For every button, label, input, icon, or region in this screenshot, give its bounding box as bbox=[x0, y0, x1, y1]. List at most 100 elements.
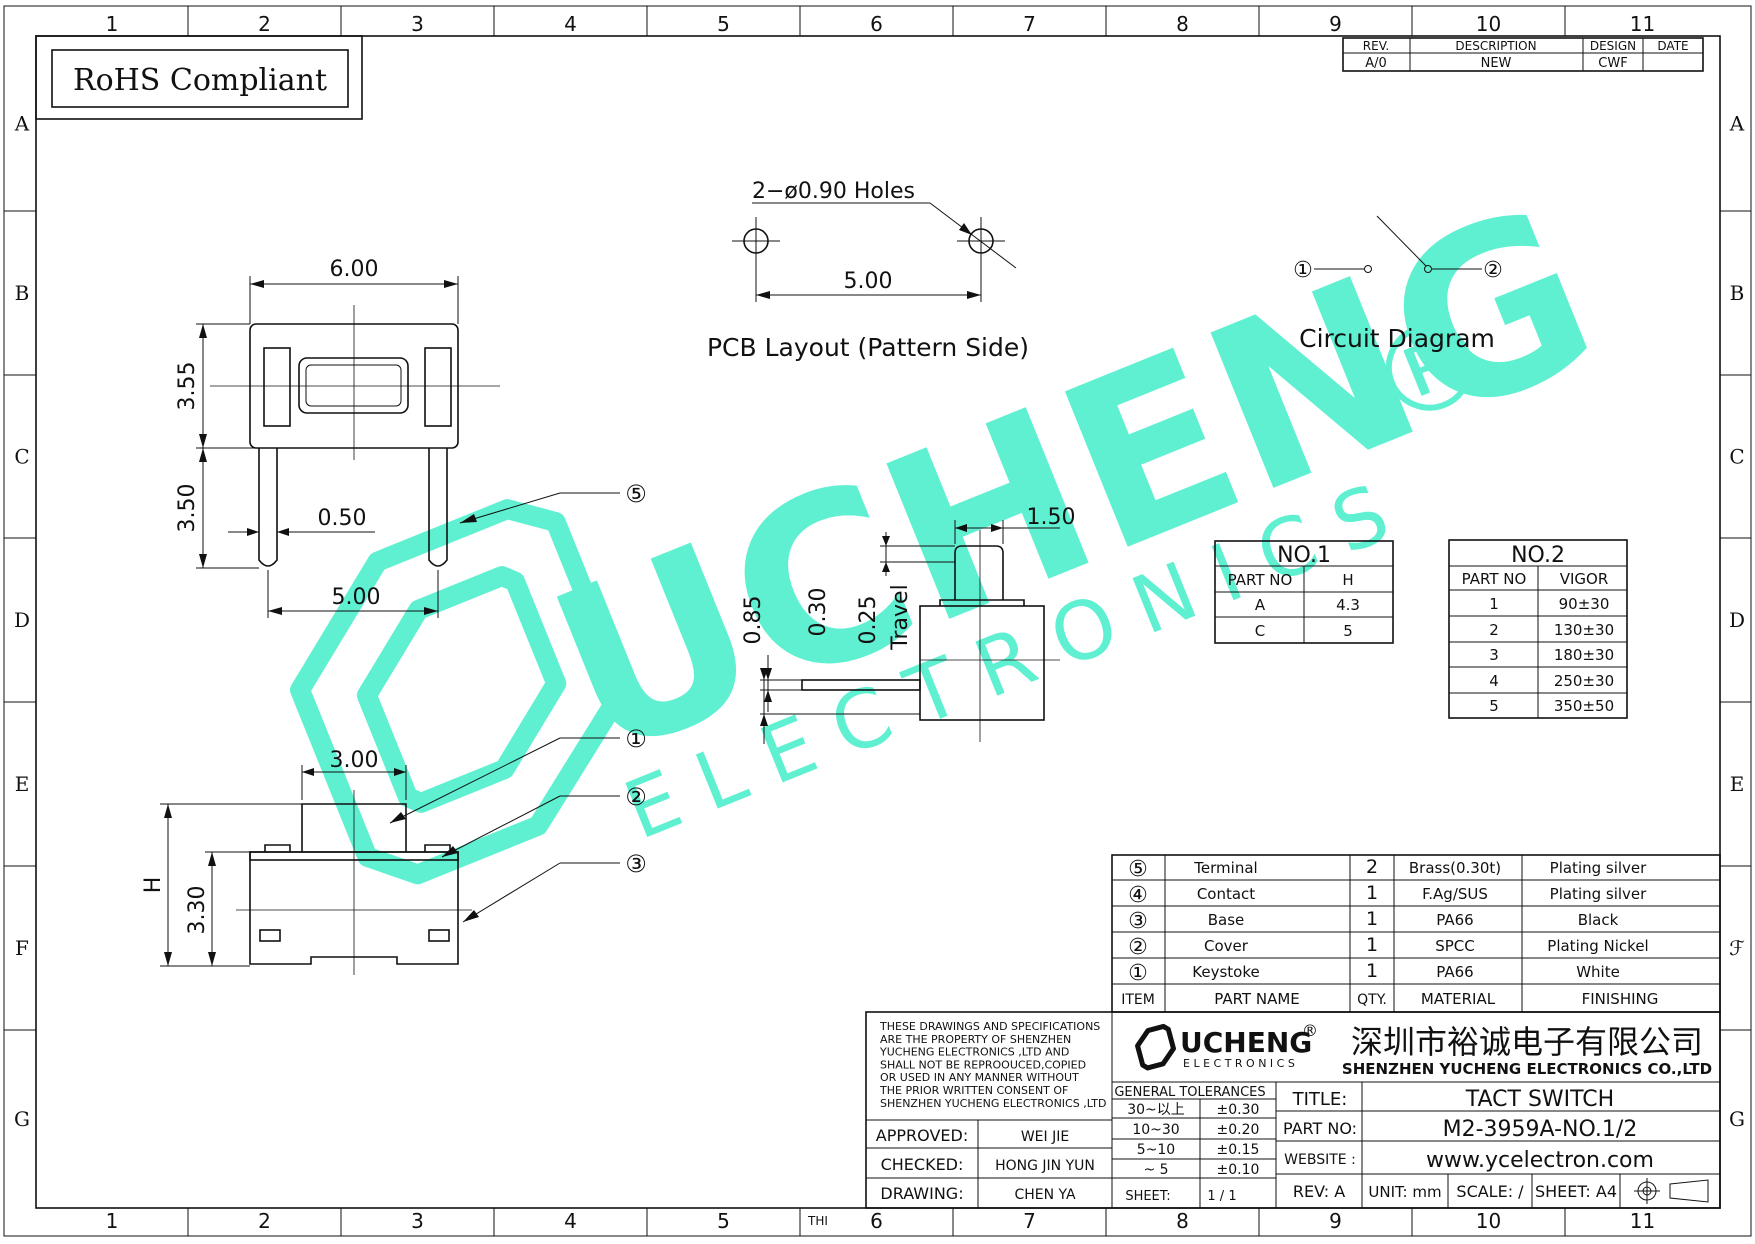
frame-column-label: 5 bbox=[717, 1209, 730, 1233]
frame-column-label: 10 bbox=[1476, 12, 1501, 36]
drawing-value: CHEN YA bbox=[1014, 1187, 1076, 1203]
projection-symbol-icon bbox=[1634, 1178, 1709, 1204]
bom-header-finishing: FINISHING bbox=[1582, 990, 1659, 1008]
checked-value: HONG JIN YUN bbox=[995, 1158, 1095, 1174]
logo-subtitle: E L E C T R O N I C S bbox=[1183, 1057, 1295, 1070]
tolerance-value: ±0.30 bbox=[1217, 1102, 1260, 1118]
callout-5-terminal: ⑤ bbox=[625, 480, 647, 508]
part-no-label: PART NO: bbox=[1283, 1119, 1357, 1138]
rev-value: A/0 bbox=[1365, 56, 1387, 71]
bom-cell-item: ② bbox=[1128, 935, 1148, 960]
tolerance-range: 30~以上 bbox=[1127, 1102, 1185, 1118]
frame-row-label: A bbox=[1729, 112, 1745, 136]
circuit-diagram: ① ② Circuit Diagram bbox=[1293, 215, 1503, 353]
bom-cell-material: PA66 bbox=[1436, 963, 1473, 981]
notice-line: THE PRIOR WRITTEN CONSENT OF bbox=[879, 1084, 1068, 1097]
bom-cell-qty: 1 bbox=[1366, 882, 1378, 904]
table-no1-cell: 5 bbox=[1343, 622, 1353, 640]
tolerance-value: ±0.10 bbox=[1217, 1162, 1260, 1178]
frame-column-label: 2 bbox=[258, 1209, 271, 1233]
frame-row-label: D bbox=[1729, 608, 1745, 632]
notice-line: OR USED IN ANY MANNER WITHOUT bbox=[880, 1071, 1079, 1084]
approved-label: APPROVED: bbox=[876, 1126, 968, 1145]
notice-line: SHALL NOT BE REPROOUCED,COPIED bbox=[880, 1058, 1086, 1071]
frame-row-label: G bbox=[14, 1107, 30, 1131]
bom-cell-finish: Plating silver bbox=[1550, 859, 1648, 877]
callout-2-cover: ② bbox=[625, 783, 647, 811]
stray-label: THI bbox=[807, 1214, 828, 1228]
bom-header-part-name: PART NAME bbox=[1214, 990, 1300, 1008]
frame-column-label: 8 bbox=[1176, 12, 1189, 36]
tolerance-value: ±0.15 bbox=[1217, 1142, 1260, 1158]
date-header: DATE bbox=[1657, 39, 1688, 53]
bom-cell-material: PA66 bbox=[1436, 911, 1473, 929]
frame-column-label: 4 bbox=[564, 12, 577, 36]
callout-3-base: ③ bbox=[625, 850, 647, 878]
checked-label: CHECKED: bbox=[881, 1155, 964, 1174]
top-view-right-slot bbox=[424, 347, 452, 427]
frame-row-label: B bbox=[15, 281, 30, 305]
table-no1-cell: C bbox=[1255, 622, 1265, 640]
table-no2-header-part: PART NO bbox=[1462, 570, 1527, 588]
circuit-terminal-2: ② bbox=[1483, 258, 1503, 283]
table-no1-cell: A bbox=[1255, 596, 1266, 614]
approved-value: WEI JIE bbox=[1021, 1129, 1069, 1145]
watermark-logo-inner bbox=[356, 566, 567, 813]
logo-wordmark: UCHENG bbox=[1180, 1026, 1312, 1059]
bom-cell-finish: Plating Nickel bbox=[1547, 937, 1648, 955]
dim-pin-pitch-500: 5.00 bbox=[332, 585, 381, 610]
bom-cell-material: Brass(0.30t) bbox=[1409, 859, 1501, 877]
frame-row-label: E bbox=[1730, 772, 1745, 796]
frame-column-label: 3 bbox=[411, 12, 424, 36]
table-no1: NO.1 PART NO H A 4.3 C 5 bbox=[1214, 540, 1394, 644]
scale-field: SCALE: / bbox=[1456, 1182, 1524, 1201]
bom-cell-qty: 1 bbox=[1366, 960, 1378, 982]
frame-column-label: 2 bbox=[258, 12, 271, 36]
tolerance-range: ~ 5 bbox=[1143, 1162, 1168, 1178]
circuit-diagram-caption: Circuit Diagram bbox=[1299, 324, 1495, 353]
website-label: WEBSITE : bbox=[1284, 1152, 1356, 1168]
dim-stem-width-150: 1.50 bbox=[1027, 505, 1076, 530]
table-no1-header-part: PART NO bbox=[1228, 571, 1293, 589]
table-no1-cell: 4.3 bbox=[1336, 596, 1360, 614]
unit-field: UNIT: mm bbox=[1368, 1183, 1441, 1201]
dim-width-6: 6.00 bbox=[330, 257, 379, 282]
notice-line: ARE THE PROPERTY OF SHENZHEN bbox=[880, 1033, 1071, 1046]
notice-line: THESE DRAWINGS AND SPECIFICATIONS bbox=[879, 1020, 1100, 1033]
table-no2: NO.2 PART NO VIGOR 1 90±30 2 130±30 3 18… bbox=[1448, 539, 1628, 719]
frame-column-label: 7 bbox=[1023, 12, 1036, 36]
logo-mark bbox=[1135, 1023, 1177, 1071]
drawing-label: DRAWING: bbox=[880, 1184, 963, 1203]
bom-cell-name: Base bbox=[1208, 911, 1245, 929]
bom-header-material: MATERIAL bbox=[1421, 990, 1496, 1008]
frame-column-label: 11 bbox=[1630, 1209, 1655, 1233]
dim-body-height-355: 3.55 bbox=[175, 362, 200, 411]
frame-row-label: C bbox=[14, 445, 29, 469]
frame-column-label: 1 bbox=[106, 12, 119, 36]
sheet-label: SHEET: bbox=[1125, 1189, 1170, 1204]
callout-1-keystoke: ① bbox=[625, 725, 647, 753]
table-no2-cell: 3 bbox=[1489, 646, 1499, 664]
dim-085: 0.85 bbox=[741, 596, 766, 645]
tolerance-range: 5~10 bbox=[1137, 1142, 1175, 1158]
website-value[interactable]: www.ycelectron.com bbox=[1426, 1148, 1654, 1173]
top-view-key-window bbox=[298, 357, 409, 414]
table-no2-title: NO.2 bbox=[1511, 543, 1565, 568]
front-view-base bbox=[249, 851, 459, 965]
frame-column-label: 5 bbox=[717, 12, 730, 36]
bom-cell-material: SPCC bbox=[1435, 937, 1475, 955]
top-view-left-slot bbox=[263, 347, 291, 427]
dim-travel-label: Travel bbox=[888, 584, 913, 650]
frame-column-label: 10 bbox=[1476, 1209, 1501, 1233]
frame-column-label: 4 bbox=[564, 1209, 577, 1233]
frame-column-label: 8 bbox=[1176, 1209, 1189, 1233]
frame-ticks bbox=[4, 6, 1751, 1236]
bom-header-qty: QTY. bbox=[1357, 992, 1387, 1008]
frame-row-label: ℱ bbox=[1729, 936, 1745, 960]
side-detail-body bbox=[919, 605, 1045, 721]
revision-block: REV. DESCRIPTION DESIGN DATE A/0 NEW CWF bbox=[1342, 37, 1704, 72]
